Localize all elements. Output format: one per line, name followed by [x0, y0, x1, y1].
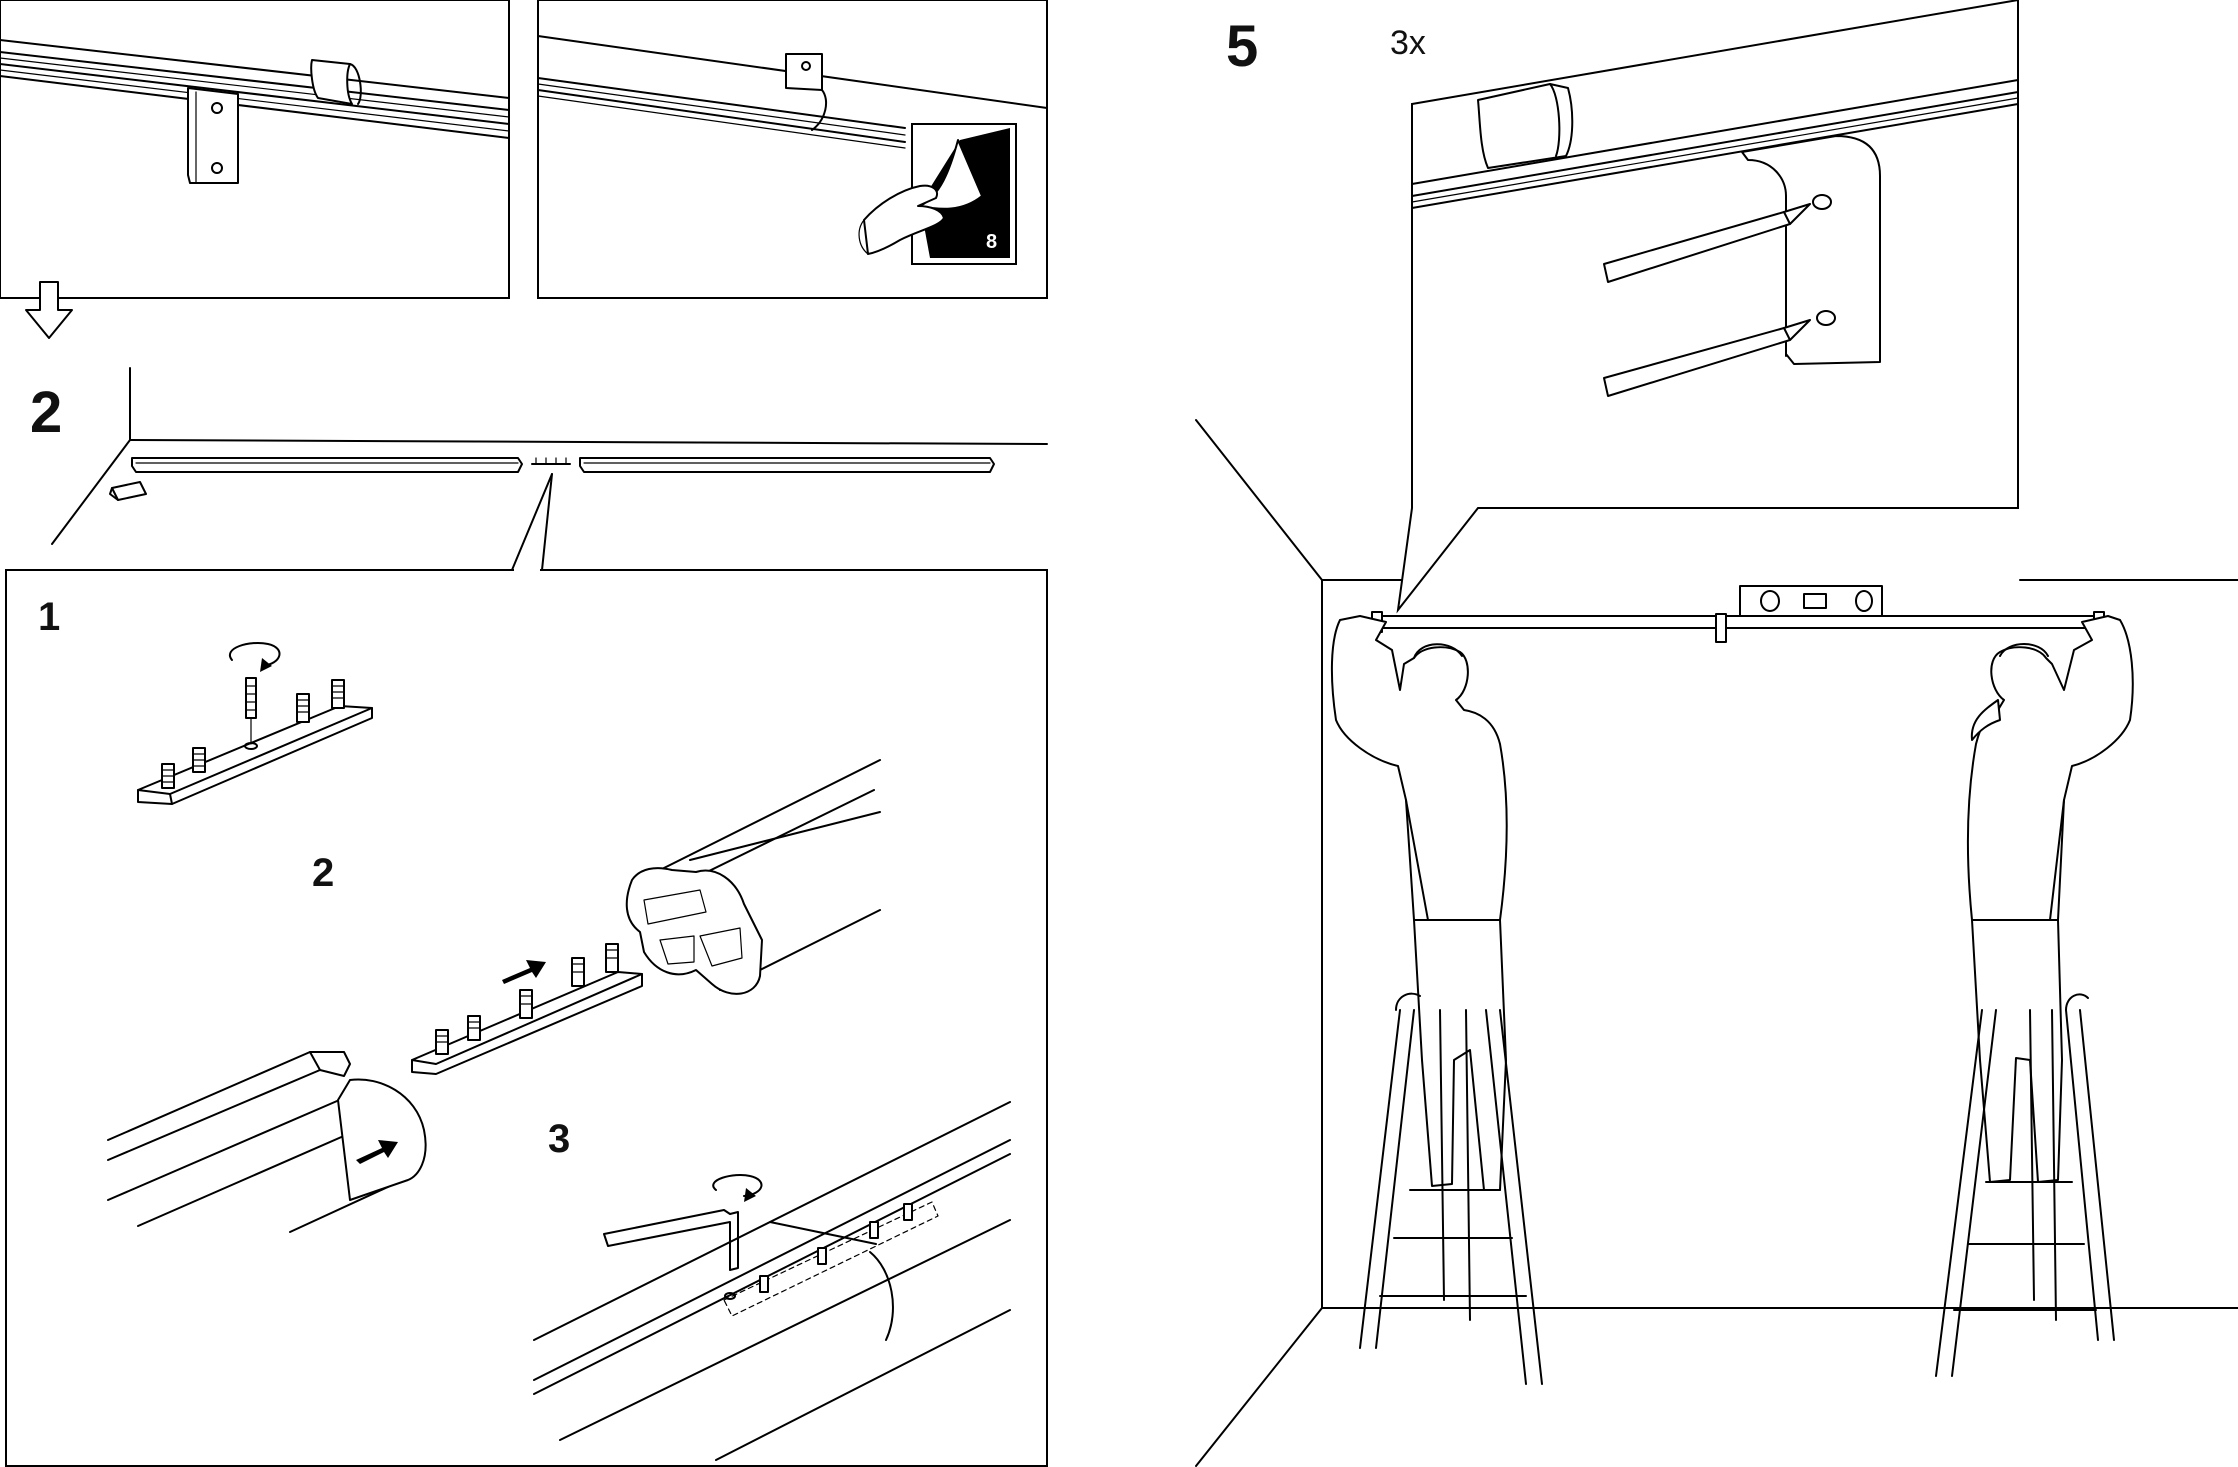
person-right-on-ladder [1936, 616, 2133, 1376]
substep-number-2: 2 [312, 851, 334, 895]
spirit-level-icon [1740, 586, 1882, 616]
step-number-2: 2 [30, 380, 62, 445]
marking-holes-callout: 3x [1390, 0, 2018, 610]
connector-assembly-panel: 1 2 3 [6, 570, 1047, 1466]
substep-number-3: 3 [548, 1117, 570, 1161]
step-number-5: 5 [1226, 14, 1258, 79]
bracket-detail-panel [0, 0, 509, 298]
substep-number-1: 1 [38, 595, 60, 639]
adhesive-detail-panel: 8 [538, 0, 1047, 298]
mounted-rail-with-level [1372, 586, 2104, 642]
person-left-on-ladder [1332, 616, 1542, 1384]
quantity-label: 3x [1390, 24, 1426, 62]
page-reference-number: 8 [986, 231, 997, 253]
rail-overview [52, 368, 1047, 570]
